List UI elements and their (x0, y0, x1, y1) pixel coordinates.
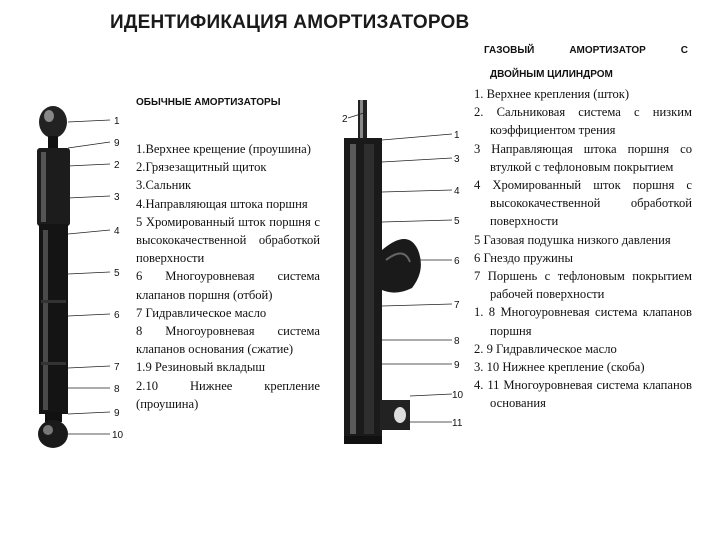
callout-number: 9 (454, 360, 460, 371)
callout-number: 10 (112, 430, 124, 441)
gas-parts-list: 1. Верхнее крепления (шток) 2. Сальников… (474, 85, 692, 413)
callout-number: 7 (114, 362, 120, 373)
callout-number: 3 (114, 192, 120, 203)
list-item: 1.9 Резиновый вкладыш (136, 360, 266, 375)
callout-number: 7 (454, 300, 460, 311)
callout-number: 2 (114, 160, 120, 171)
callout-number: 2 (342, 114, 348, 125)
callout-number: 3 (454, 154, 460, 165)
outer-tube (344, 138, 382, 438)
callout-number: 5 (114, 268, 120, 279)
gas-heading-line2: ДВОЙНЫМ ЦИЛИНДРОМ (490, 69, 613, 80)
conventional-heading: ОБЫЧНЫЕ АМОРТИЗАТОРЫ (136, 97, 281, 108)
callout-number: 1 (454, 130, 460, 141)
callout-number: 6 (114, 310, 120, 321)
list-item: 3 Направляющая штока поршня со втулкой с… (474, 141, 692, 174)
callout-number: 8 (114, 384, 120, 395)
conventional-parts-list: 1.Верхнее крещение (проушина) 2.Грязезащ… (136, 140, 320, 413)
callout-number: 5 (454, 216, 460, 227)
conventional-shock-absorber-drawing: 1 9 2 3 4 5 6 7 8 9 10 (37, 106, 124, 448)
page-title: ИДЕНТИФИКАЦИЯ АМОРТИЗАТОРОВ (110, 12, 470, 33)
list-item: 7 Поршень с тефлоновым покрытием рабочей… (474, 269, 692, 302)
list-item: 3. 10 Нижнее крепление (скоба) (474, 360, 645, 375)
gas-heading-line1: ГАЗОВЫЙ АМОРТИЗАТОР С (484, 45, 688, 56)
list-item: 5 Хромированный шток поршня с высококаче… (136, 214, 320, 266)
bottom-eye (38, 420, 68, 448)
callout-number: 10 (452, 390, 464, 401)
callout-number: 4 (454, 186, 460, 197)
spring-seat (382, 239, 421, 293)
list-item: 1. 8 Многоуровневая система клапанов пор… (474, 305, 692, 338)
top-eye (39, 106, 67, 138)
callout-number: 6 (454, 256, 460, 267)
list-item: 3.Сальник (136, 178, 192, 193)
list-item: 2.10 Нижнее крепление (проушина) (136, 378, 320, 411)
list-item: 4.Направляющая штока поршня (136, 196, 308, 211)
callout-number: 8 (454, 336, 460, 347)
list-item: 4 Хромированный шток поршня с высококаче… (474, 178, 692, 229)
callout-number: 9 (114, 138, 120, 149)
list-item: 5 Газовая подушка низкого давления (474, 232, 671, 247)
callout-number: 9 (114, 408, 120, 419)
callout-number: 4 (114, 226, 120, 237)
callout-number: 1 (114, 116, 120, 127)
list-item: 1. Верхнее крепления (шток) (474, 87, 630, 101)
list-item: 7 Гидравлическое масло (136, 305, 267, 320)
list-item: 6 Гнездо пружины (474, 250, 573, 265)
list-item: 4. 11 Многоуровневая система клапанов ос… (474, 378, 692, 411)
callout-number: 11 (452, 418, 463, 429)
list-item: 6 Многоуровневая система клапанов поршня… (136, 269, 320, 302)
list-item: 2.Грязезащитный щиток (136, 160, 267, 175)
gas-shock-absorber-drawing: 2 1 3 4 5 6 7 8 9 10 11 (342, 100, 464, 444)
list-item: 2. 9 Гидравлическое масло (474, 341, 617, 356)
list-item: 2. Сальниковая система с низким коэффици… (474, 105, 692, 138)
list-item: 1.Верхнее крещение (проушина) (136, 142, 311, 156)
list-item: 8 Многоуровневая система клапанов основа… (136, 324, 320, 357)
